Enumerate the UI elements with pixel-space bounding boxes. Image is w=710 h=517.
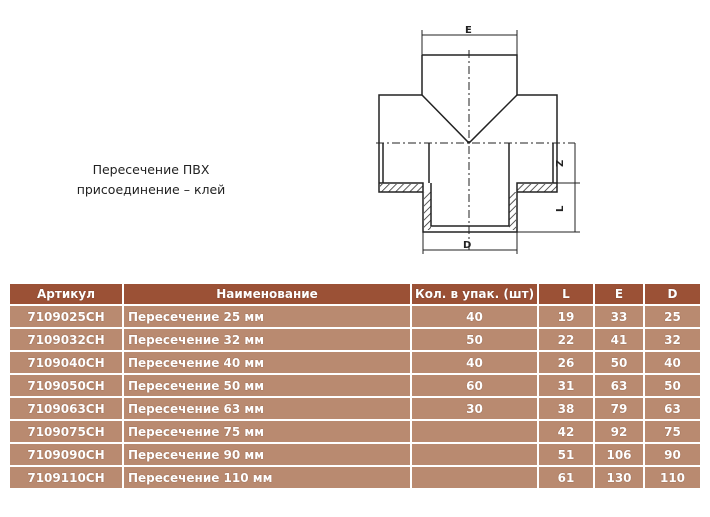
header-e: E <box>595 284 643 304</box>
cell-d: 63 <box>645 398 700 419</box>
cell-article: 7109040CH <box>10 352 122 373</box>
table-header-row: Артикул Наименование Кол. в упак. (шт) L… <box>10 284 700 304</box>
header-d: D <box>645 284 700 304</box>
cell-d: 32 <box>645 329 700 350</box>
cell-article: 7109090CH <box>10 444 122 465</box>
cell-name: Пересечение 50 мм <box>124 375 410 396</box>
cell-name: Пересечение 75 мм <box>124 421 410 442</box>
dimension-e-label: E <box>465 25 472 36</box>
cell-name: Пересечение 25 мм <box>124 306 410 327</box>
caption-title: Пересечение ПВХ <box>92 162 210 177</box>
cell-quantity: 30 <box>412 398 537 419</box>
cell-d: 110 <box>645 467 700 488</box>
cell-article: 7109063CH <box>10 398 122 419</box>
header-article: Артикул <box>10 284 122 304</box>
cell-e: 50 <box>595 352 643 373</box>
caption-subtitle: присоединение – клей <box>76 182 226 197</box>
dimension-z-label: Z <box>555 160 566 167</box>
header-quantity: Кол. в упак. (шт) <box>412 284 537 304</box>
cell-quantity: 40 <box>412 352 537 373</box>
cell-e: 41 <box>595 329 643 350</box>
cell-e: 130 <box>595 467 643 488</box>
cell-l: 38 <box>539 398 593 419</box>
cell-e: 33 <box>595 306 643 327</box>
cell-quantity: 50 <box>412 329 537 350</box>
cell-d: 25 <box>645 306 700 327</box>
cell-d: 50 <box>645 375 700 396</box>
cell-name: Пересечение 90 мм <box>124 444 410 465</box>
cell-name: Пересечение 40 мм <box>124 352 410 373</box>
product-caption: Пересечение ПВХ присоединение – клей <box>66 160 236 200</box>
cross-fitting-diagram: E D Z L <box>376 25 580 254</box>
cell-article: 7109110CH <box>10 467 122 488</box>
cell-quantity <box>412 444 537 465</box>
cell-d: 75 <box>645 421 700 442</box>
cell-l: 26 <box>539 352 593 373</box>
cell-e: 106 <box>595 444 643 465</box>
cell-e: 92 <box>595 421 643 442</box>
cell-l: 51 <box>539 444 593 465</box>
product-table: Артикул Наименование Кол. в упак. (шт) L… <box>8 282 702 490</box>
cell-l: 31 <box>539 375 593 396</box>
cell-d: 90 <box>645 444 700 465</box>
cell-l: 22 <box>539 329 593 350</box>
dimension-l-label: L <box>555 205 566 212</box>
cell-d: 40 <box>645 352 700 373</box>
cell-article: 7109075CH <box>10 421 122 442</box>
cell-l: 19 <box>539 306 593 327</box>
cell-name: Пересечение 32 мм <box>124 329 410 350</box>
cell-l: 61 <box>539 467 593 488</box>
cell-quantity <box>412 421 537 442</box>
cell-e: 63 <box>595 375 643 396</box>
cell-article: 7109025CH <box>10 306 122 327</box>
cell-article: 7109032CH <box>10 329 122 350</box>
cell-e: 79 <box>595 398 643 419</box>
cell-quantity: 60 <box>412 375 537 396</box>
cell-article: 7109050CH <box>10 375 122 396</box>
header-l: L <box>539 284 593 304</box>
cell-quantity <box>412 467 537 488</box>
cell-quantity: 40 <box>412 306 537 327</box>
header-name: Наименование <box>124 284 410 304</box>
cell-name: Пересечение 63 мм <box>124 398 410 419</box>
cell-l: 42 <box>539 421 593 442</box>
cell-name: Пересечение 110 мм <box>124 467 410 488</box>
dimension-d-label: D <box>463 240 471 251</box>
